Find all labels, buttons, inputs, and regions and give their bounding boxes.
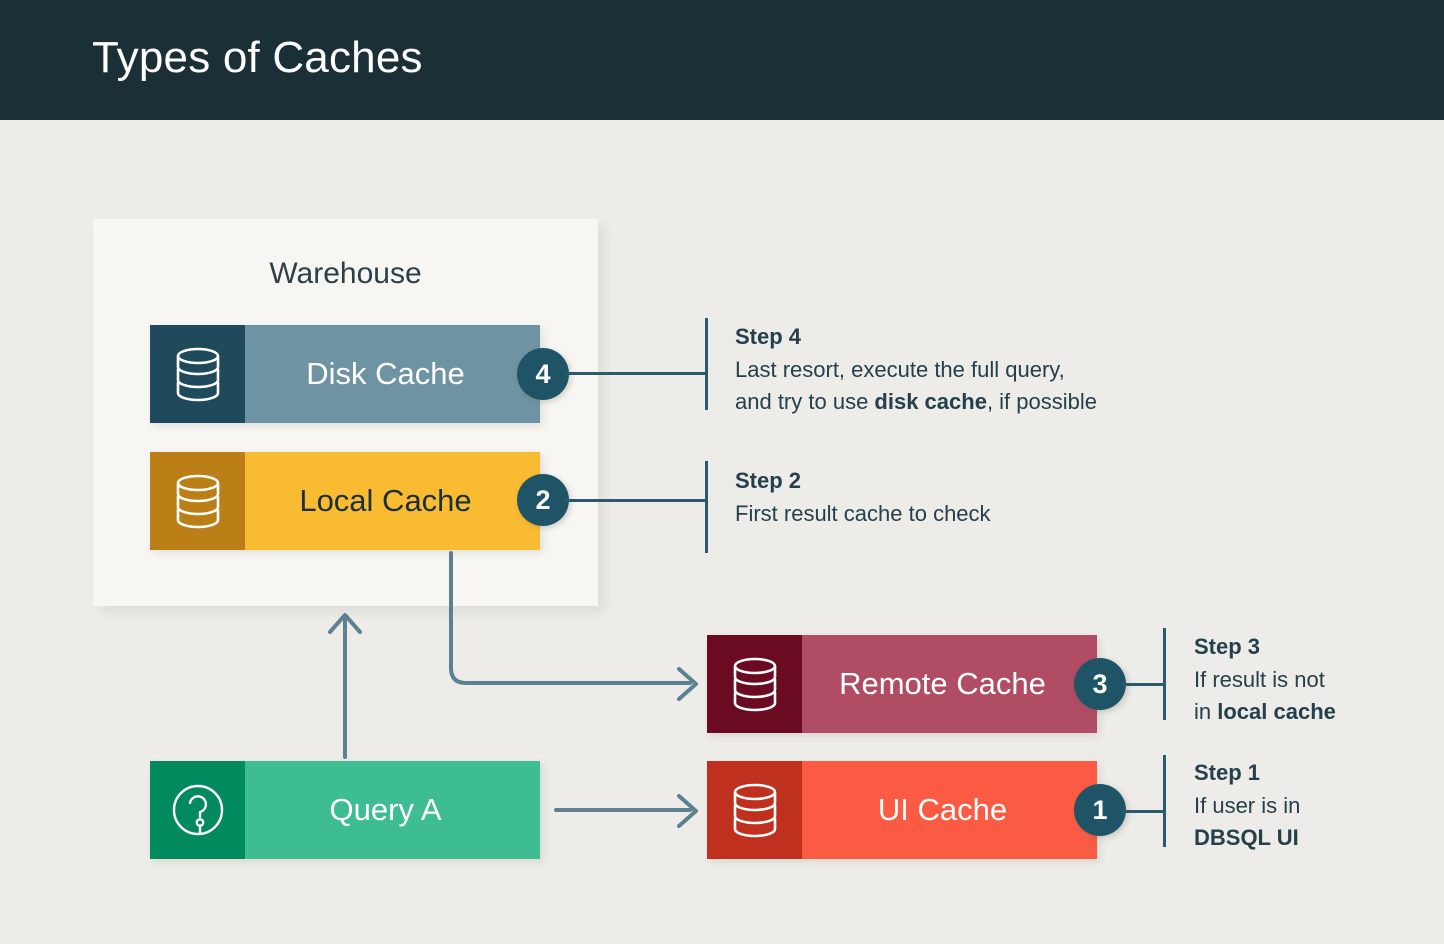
connector-line-step-2 — [565, 499, 708, 502]
step-title-4: Step 4 — [735, 324, 802, 349]
connector-line-step-3 — [1122, 683, 1166, 686]
step-body-4-line2-prefix: and try to use — [735, 388, 875, 414]
bar-ui-cache[interactable]: UI Cache — [707, 761, 1097, 859]
step-body-4-line1: Last resort, execute the full query, — [735, 357, 1065, 382]
step-body-2-line1: First result cache to check — [735, 501, 991, 526]
step-body-2: First result cache to check — [735, 498, 1235, 530]
bar-label-local-cache: Local Cache — [299, 483, 472, 518]
step-callout-4: Step 4 Last resort, execute the full que… — [735, 324, 1235, 418]
database-icon — [707, 635, 802, 733]
step-body-1-line2-bold: DBSQL UI — [1194, 824, 1299, 850]
page-title: Types of Caches — [92, 33, 423, 82]
step-title-3: Step 3 — [1194, 634, 1261, 659]
connector-bracket-step-3 — [1163, 628, 1166, 720]
arrow-query-to-ui-cache — [554, 794, 698, 828]
bar-label-query-a: Query A — [329, 792, 442, 827]
connector-line-step-1 — [1122, 810, 1166, 813]
step-body-3-line1: If result is not — [1194, 667, 1325, 692]
connector-bracket-step-2 — [705, 461, 708, 553]
step-body-3-line2-bold: local cache — [1217, 698, 1336, 724]
connector-bracket-step-4 — [705, 318, 708, 410]
step-title-2: Step 2 — [735, 468, 802, 493]
connector-line-step-4 — [565, 372, 708, 375]
step-callout-3: Step 3 If result is not in local cache — [1194, 634, 1444, 728]
step-body-4-line2-bold: disk cache — [874, 388, 987, 414]
step-body-1: If user is in DBSQL UI — [1194, 790, 1444, 854]
database-icon — [150, 452, 245, 550]
step-title-1: Step 1 — [1194, 760, 1261, 785]
question-mark-circle-icon — [150, 761, 245, 859]
database-icon — [150, 325, 245, 423]
step-body-3: If result is not in local cache — [1194, 664, 1444, 728]
step-badge-3[interactable]: 3 — [1074, 658, 1126, 710]
bar-remote-cache[interactable]: Remote Cache — [707, 635, 1097, 733]
step-badge-4[interactable]: 4 — [517, 348, 569, 400]
step-body-3-line2-prefix: in — [1194, 698, 1218, 724]
bar-disk-cache[interactable]: Disk Cache — [150, 325, 540, 423]
step-body-4: Last resort, execute the full query, and… — [735, 354, 1235, 418]
bar-query-a[interactable]: Query A — [150, 761, 540, 859]
bar-label-remote-cache: Remote Cache — [839, 666, 1046, 701]
step-callout-1: Step 1 If user is in DBSQL UI — [1194, 760, 1444, 854]
step-badge-1[interactable]: 1 — [1074, 784, 1126, 836]
bar-local-cache[interactable]: Local Cache — [150, 452, 540, 550]
step-callout-2: Step 2 First result cache to check — [735, 468, 1235, 530]
page-header: Types of Caches — [0, 0, 1444, 120]
step-body-4-line2-suffix: , if possible — [986, 388, 1097, 414]
step-badge-2[interactable]: 2 — [517, 474, 569, 526]
warehouse-title: Warehouse — [269, 257, 422, 290]
connector-bracket-step-1 — [1163, 755, 1166, 847]
step-body-1-line1: If user is in — [1194, 793, 1301, 818]
database-icon — [707, 761, 802, 859]
arrow-query-to-warehouse — [328, 613, 362, 759]
bar-label-ui-cache: UI Cache — [877, 792, 1008, 827]
bar-label-disk-cache: Disk Cache — [306, 356, 465, 391]
